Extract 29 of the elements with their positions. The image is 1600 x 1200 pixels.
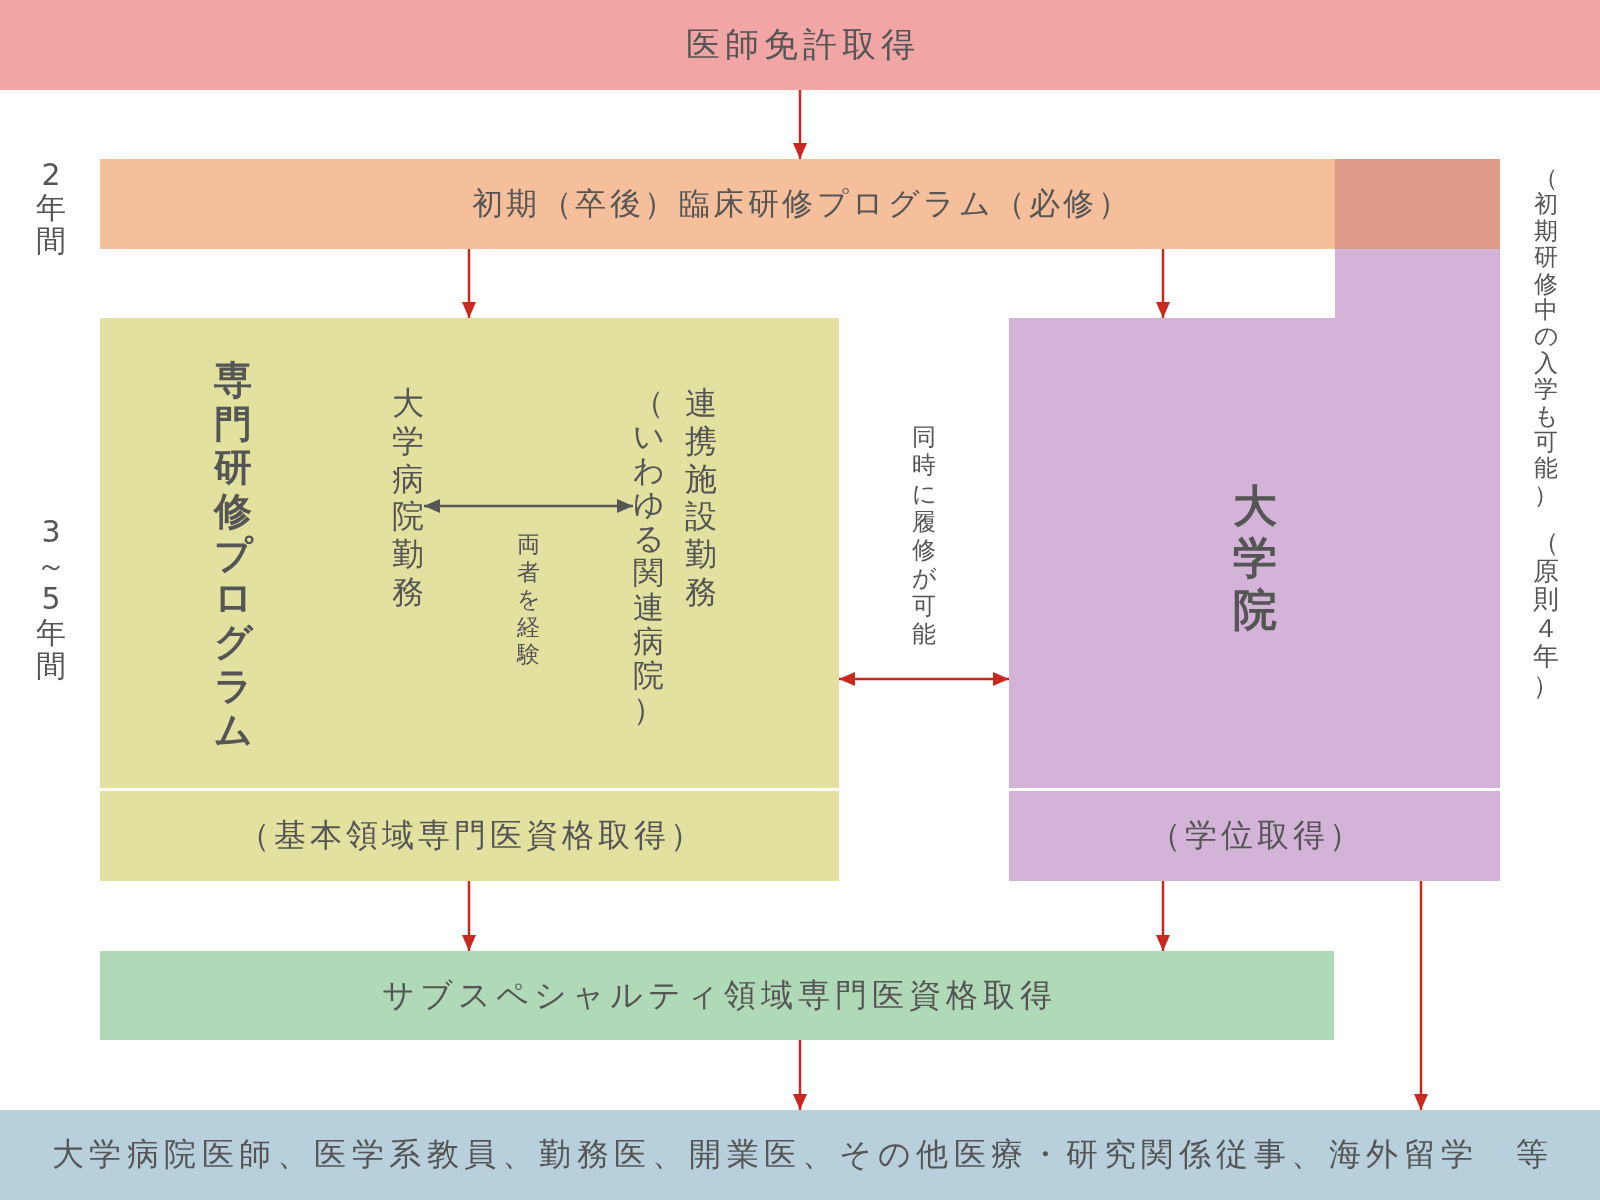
work-label: 大学病院勤務 [392,385,424,612]
arrow [1414,881,1428,1110]
edge-label: 両者を経験 [517,531,540,669]
double-arrow [839,672,1009,686]
stage-band: （学位取得） [1009,791,1500,881]
panel-extension [1335,159,1500,318]
note-label: （初期研修中の入学も可能） [1534,165,1558,509]
stage-band: 大学病院医師、医学系教員、勤務医、開業医、その他医療・研究関係従事、海外留学 等 [0,1110,1600,1200]
stage-band: 初期（卒後）臨床研修プログラム（必修） [100,159,1335,249]
graduate-school-panel [1009,318,1500,788]
stage-band: （基本領域専門医資格取得） [100,791,839,881]
stage-band: サブスペシャルティ領域専門医資格取得 [100,951,1334,1040]
school-title: 大学院 [1233,480,1277,636]
program-panel [100,318,839,788]
duration-label: 3～5年間 [36,515,66,683]
arrow [793,90,807,159]
arrow [1156,249,1170,318]
duration-label: 2年間 [36,158,66,257]
edge-label: 同時に履修が可能 [912,423,936,648]
arrow [462,249,476,318]
annotation-label: （いわゆる関連病院） [633,385,664,726]
program-title: 専門研修プログラム [214,359,252,753]
duration-label: （原則４年） [1533,528,1559,700]
double-arrow [424,499,633,513]
arrow [1156,881,1170,951]
stage-band: 医師免許取得 [0,0,1600,90]
arrow [462,881,476,951]
arrow [793,1040,807,1110]
work-label: 連携施設勤務 [685,385,717,612]
